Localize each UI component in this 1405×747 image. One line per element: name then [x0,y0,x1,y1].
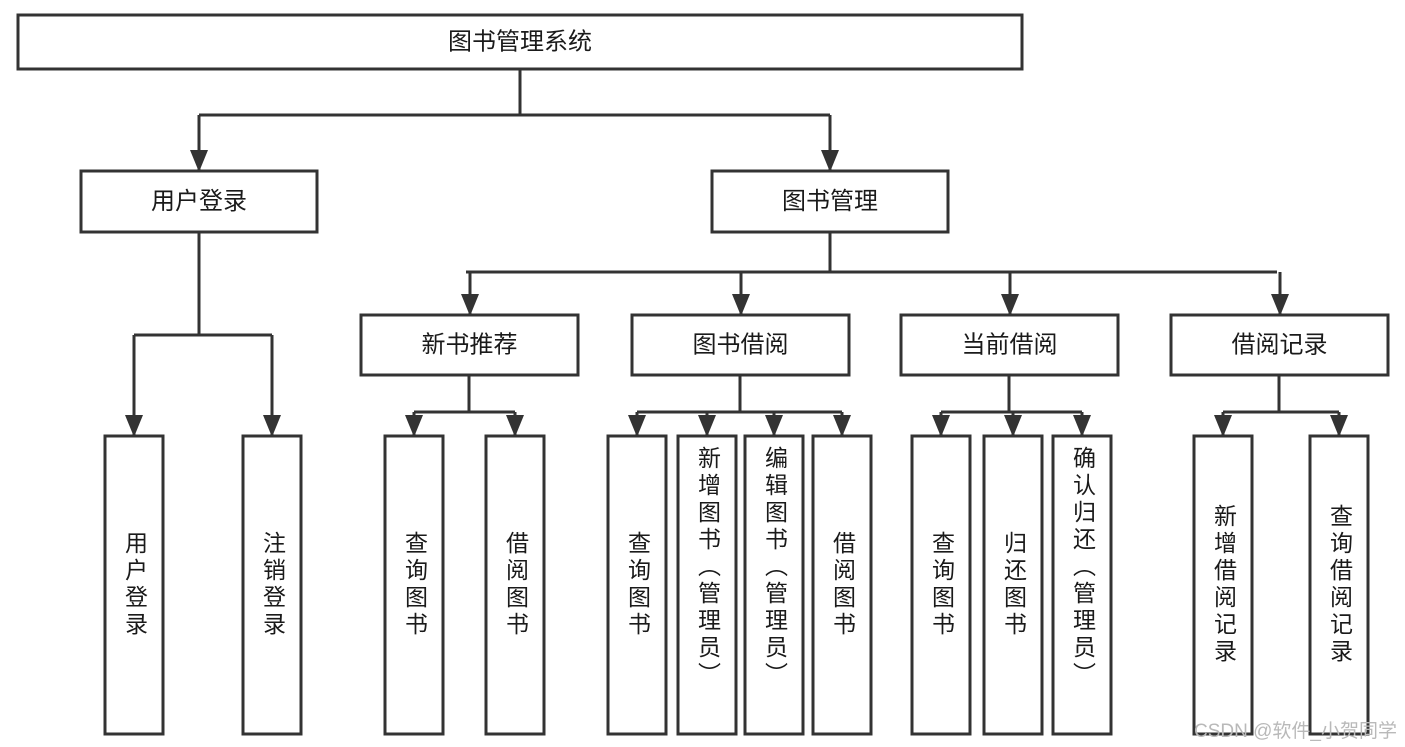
node-box-new-book-recommend[interactable] [359,313,580,377]
node-leaf-user-logout[interactable] [241,434,303,736]
node-user-login[interactable]: 用户登录 [79,169,319,234]
bus-user-login-arrow-leaf-user-logout [263,415,281,437]
csdn-watermark: CSDN @软件_小贺同学 [1194,721,1397,742]
bus-book-management-arrow-book-borrow [732,294,750,316]
node-bb-edit-book[interactable] [743,434,805,736]
bus-book-management-arrow-current-borrow [1001,294,1019,316]
node-label-book-borrow: 图书借阅 [693,331,789,358]
node-borrow-record[interactable]: 借阅记录 [1169,313,1390,377]
node-new-book-recommend[interactable]: 新书推荐 [359,313,580,377]
bus-book-borrow-arrow-bb-edit-book [765,415,783,437]
bus-user-login-arrow-leaf-user-login [125,415,143,437]
bus-new-book-arrow-nbr-borrow-book [506,415,524,437]
node-label-book-management: 图书管理 [782,188,878,215]
node-box-cb-confirm-return[interactable] [1051,434,1113,736]
bus-borrow-record-arrow-br-query-record [1330,415,1348,437]
node-box-borrow-record[interactable] [1169,313,1390,377]
node-bb-query-book[interactable] [606,434,668,736]
node-book-management[interactable]: 图书管理 [710,169,950,234]
bus-book-management-arrow-borrow-record [1271,294,1289,316]
node-bb-borrow-book[interactable] [811,434,873,736]
node-label-root: 图书管理系统 [448,28,592,55]
node-root[interactable]: 图书管理系统 [16,13,1024,71]
bus-current-borrow-arrow-cb-confirm-return [1073,415,1091,437]
node-label-borrow-record: 借阅记录 [1232,331,1328,358]
node-box-book-borrow[interactable] [630,313,851,377]
node-box-cb-query-book[interactable] [910,434,972,736]
node-cb-return-book[interactable] [982,434,1044,736]
node-box-root[interactable] [16,13,1024,71]
bus-book-borrow-arrow-bb-borrow-book [833,415,851,437]
node-cb-confirm-return[interactable] [1051,434,1113,736]
node-box-bb-add-book[interactable] [676,434,738,736]
node-box-bb-borrow-book[interactable] [811,434,873,736]
bus-current-borrow-arrow-cb-return-book [1004,415,1022,437]
node-box-br-add-record[interactable] [1192,434,1254,736]
node-box-cb-return-book[interactable] [982,434,1044,736]
connectors-layer [125,69,1348,437]
node-nbr-query-book[interactable] [383,434,445,736]
node-current-borrow[interactable]: 当前借阅 [899,313,1120,377]
node-leaf-user-login[interactable] [103,434,165,736]
bus-root-arrow-user-login [190,150,208,172]
node-box-nbr-borrow-book[interactable] [484,434,546,736]
bus-book-management-arrow-new-book-recommend [461,294,479,316]
node-box-user-login[interactable] [79,169,319,234]
bus-book-borrow-arrow-bb-add-book [698,415,716,437]
node-box-book-management[interactable] [710,169,950,234]
node-box-current-borrow[interactable] [899,313,1120,377]
bus-root-arrow-book-management [821,150,839,172]
node-box-br-query-record[interactable] [1308,434,1370,736]
node-book-borrow[interactable]: 图书借阅 [630,313,851,377]
bus-borrow-record-arrow-br-add-record [1214,415,1232,437]
node-bb-add-book[interactable] [676,434,738,736]
bus-current-borrow-arrow-cb-query-book [932,415,950,437]
node-box-bb-query-book[interactable] [606,434,668,736]
node-box-bb-edit-book[interactable] [743,434,805,736]
node-box-nbr-query-book[interactable] [383,434,445,736]
bus-book-borrow-arrow-bb-query-book [628,415,646,437]
node-cb-query-book[interactable] [910,434,972,736]
node-label-new-book-recommend: 新书推荐 [422,331,518,358]
node-box-leaf-user-login[interactable] [103,434,165,736]
node-label-current-borrow: 当前借阅 [962,331,1058,358]
node-br-query-record[interactable] [1308,434,1370,736]
node-nbr-borrow-book[interactable] [484,434,546,736]
bus-new-book-arrow-nbr-query-book [405,415,423,437]
node-box-leaf-user-logout[interactable] [241,434,303,736]
node-br-add-record[interactable] [1192,434,1254,736]
node-label-user-login: 用户登录 [151,188,247,215]
